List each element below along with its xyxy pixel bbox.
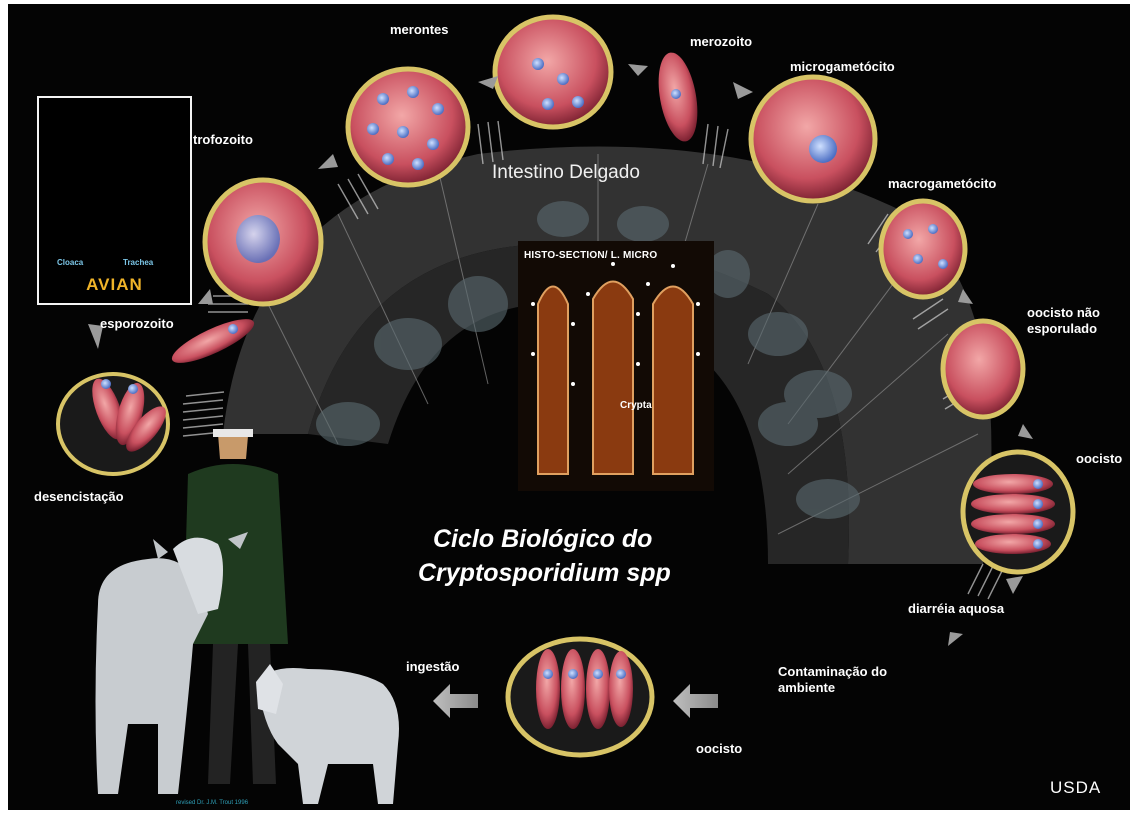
stage-label-microgametocito: microgametócito <box>790 59 895 75</box>
histo-section-image <box>518 241 714 491</box>
diagram-title-line-2: Cryptosporidium spp <box>418 558 671 588</box>
stage-label-contaminacao: Contaminação do ambiente <box>778 664 918 696</box>
excystation-cell <box>58 374 172 474</box>
sporulated-oocyst-cell-right <box>963 452 1073 572</box>
life-cycle-diagram: Cloaca Trachea AVIAN merontes merozoito … <box>8 4 1130 810</box>
intestine-label: Intestino Delgado <box>492 162 640 184</box>
meront-cell-2 <box>495 17 611 127</box>
source-label: USDA <box>1050 778 1101 798</box>
artist-credit: revised Dr. J.M. Trout 1996 <box>176 800 248 806</box>
microgametocyte-cell <box>751 77 875 201</box>
stage-label-oocisto-bottom: oocisto <box>696 741 742 757</box>
stage-label-oocisto-nao-esporulado: oocisto não esporulado <box>1027 305 1117 337</box>
stage-label-esporozoito: esporozoito <box>100 316 174 332</box>
sporulated-oocyst-cell-bottom <box>508 639 652 755</box>
unsporulated-oocyst-cell <box>943 321 1023 417</box>
stage-label-diarreia: diarréia aquosa <box>908 601 1004 617</box>
trachea-label: Trachea <box>123 258 153 267</box>
meront-cell-1 <box>348 69 468 185</box>
stage-label-oocisto-right: oocisto <box>1076 451 1122 467</box>
stage-label-ingestao: ingestão <box>406 659 459 675</box>
farmer-and-calves-illustration <box>96 429 400 804</box>
stage-label-trofozoito: trofozoito <box>193 132 253 148</box>
stage-label-desencistacao: desencistação <box>34 489 124 505</box>
stage-label-macrogametocito: macrogametócito <box>888 176 996 192</box>
stage-label-merontes: merontes <box>390 22 449 38</box>
cloaca-label: Cloaca <box>57 258 83 267</box>
avian-inset: Cloaca Trachea AVIAN <box>37 96 192 305</box>
avian-label: AVIAN <box>39 275 190 295</box>
diagram-title-line-1: Ciclo Biológico do <box>433 524 652 554</box>
crypta-label: Crypta <box>620 400 652 411</box>
trophozoite-cell <box>205 180 321 304</box>
macrogametocyte-cell <box>881 201 965 297</box>
histo-section-header: HISTO-SECTION/ L. MICRO <box>524 250 657 261</box>
stage-label-merozoito: merozoito <box>690 34 752 50</box>
